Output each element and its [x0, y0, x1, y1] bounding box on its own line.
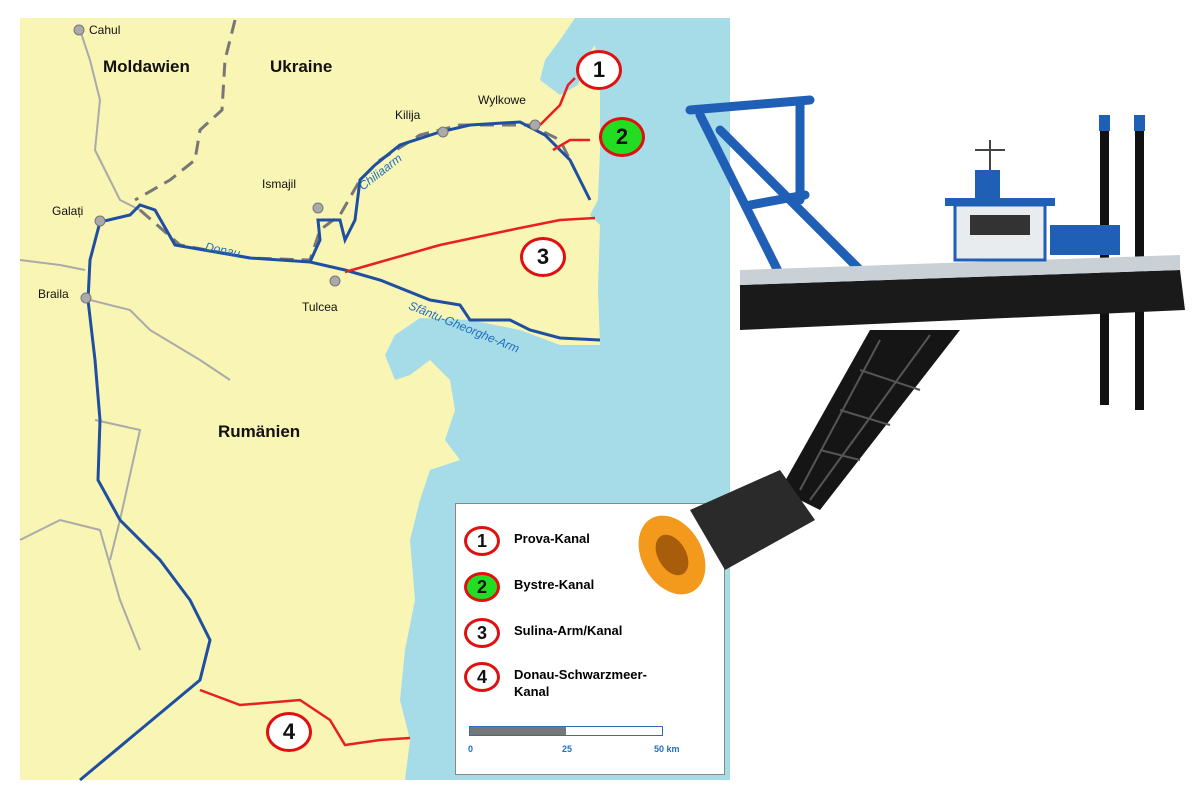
city-label-kilija: Kilija — [395, 108, 421, 122]
legend-marker-1: 1 — [464, 526, 500, 556]
legend-marker-3: 3 — [464, 618, 500, 648]
map-marker-1: 1 — [576, 50, 622, 90]
scale-tick: 25 — [562, 744, 573, 754]
scale-tick: 50 km — [654, 744, 680, 754]
borders — [19, 29, 231, 651]
city-label-braila: Braila — [38, 287, 69, 301]
legend-marker-4: 4 — [464, 662, 500, 692]
legend-item: 1 Prova-Kanal — [464, 526, 704, 556]
country-label-romania: Rumänien — [218, 422, 301, 441]
legend-label: Sulina-Arm/Kanal — [514, 623, 623, 638]
city-label-ismajil: Ismajil — [262, 177, 297, 191]
scale-tick: 0 — [468, 744, 474, 754]
country-label-moldova: Moldawien — [103, 57, 190, 76]
city-dots — [73, 24, 541, 304]
legend-item: 2 Bystre-Kanal — [464, 572, 704, 602]
map-marker-2: 2 — [599, 117, 645, 157]
legend-item: 3 Sulina-Arm/Kanal — [464, 618, 704, 648]
city-label-tulcea: Tulcea — [302, 300, 338, 314]
legend-label: Donau-Schwarzmeer-Kanal — [514, 667, 647, 699]
canals — [199, 77, 596, 747]
city-label-cahul: Cahul — [89, 23, 121, 37]
map-marker-4: 4 — [266, 712, 312, 752]
scale-bar — [469, 726, 663, 736]
dredger-illustration — [638, 95, 1185, 595]
legend-item: 4 Donau-Schwarzmeer-Kanal — [464, 662, 664, 700]
country-label-ukraine: Ukraine — [270, 57, 333, 76]
land — [20, 18, 600, 780]
legend-marker-2: 2 — [464, 572, 500, 602]
legend-label: Bystre-Kanal — [514, 577, 595, 592]
legend-label: Prova-Kanal — [514, 531, 590, 546]
lagoon — [455, 330, 600, 440]
city-label-galati: Galați — [52, 204, 84, 218]
city-label-wylkowe: Wylkowe — [478, 93, 526, 107]
map-marker-3: 3 — [520, 237, 566, 277]
